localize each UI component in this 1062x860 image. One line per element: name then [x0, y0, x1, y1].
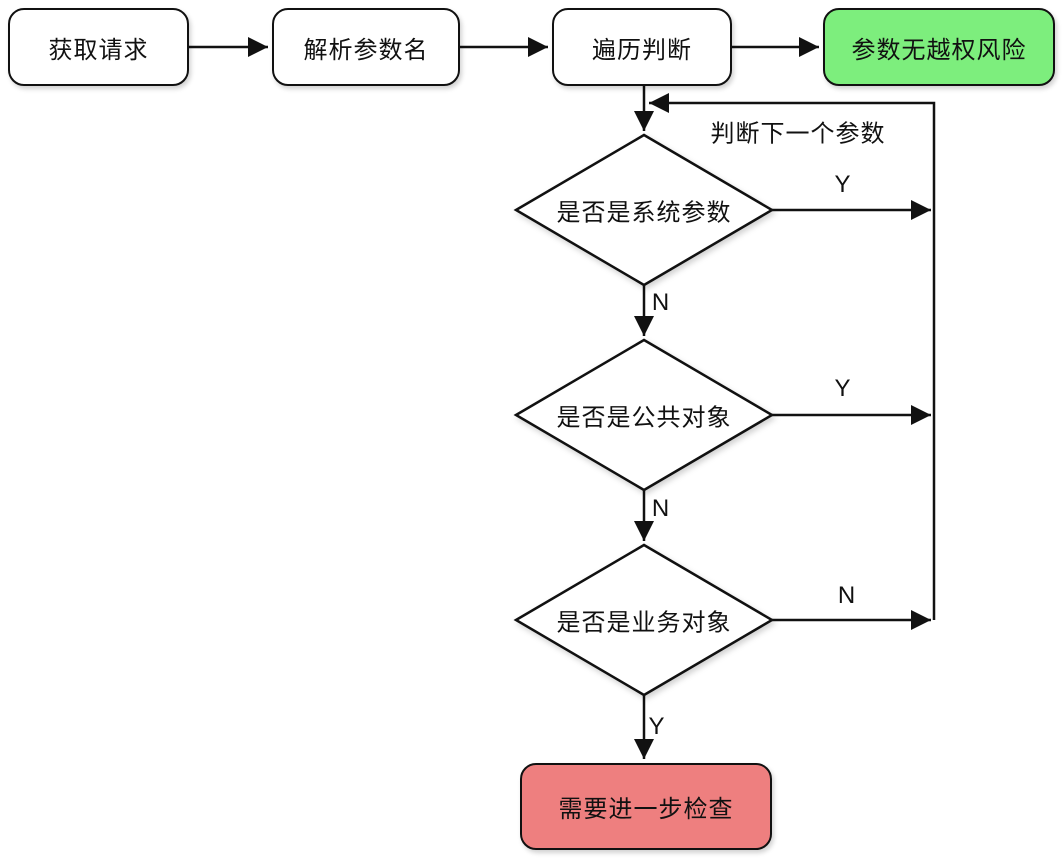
- node-traverse-judge: 遍历判断: [552, 8, 732, 86]
- edge-label-d1-no: N: [651, 289, 671, 316]
- edge-label-d1-yes: Y: [834, 171, 852, 198]
- node-need-further-check: 需要进一步检查: [520, 763, 772, 850]
- edge-label-d2-yes: Y: [834, 375, 852, 402]
- decision-is-public-object-shape: [513, 338, 775, 492]
- decision-is-public-object-label: 是否是公共对象: [556, 404, 732, 432]
- decision-is-system-param-label: 是否是系统参数: [556, 199, 732, 227]
- decision-is-business-object-label: 是否是业务对象: [556, 609, 732, 637]
- edge-label-d2-no: N: [651, 495, 671, 522]
- decision-is-system-param-shape: [513, 133, 775, 287]
- node-parse-param-name: 解析参数名: [272, 8, 460, 86]
- edge-label-d3-yes: Y: [648, 713, 666, 740]
- edge-loop-collector: [649, 93, 936, 620]
- edge-label-loop-next-param: 判断下一个参数: [710, 120, 886, 148]
- edge-label-d3-no: N: [837, 582, 857, 609]
- node-no-override-risk: 参数无越权风险: [823, 8, 1055, 86]
- decision-is-business-object-shape: [513, 543, 775, 697]
- node-get-request: 获取请求: [8, 8, 189, 86]
